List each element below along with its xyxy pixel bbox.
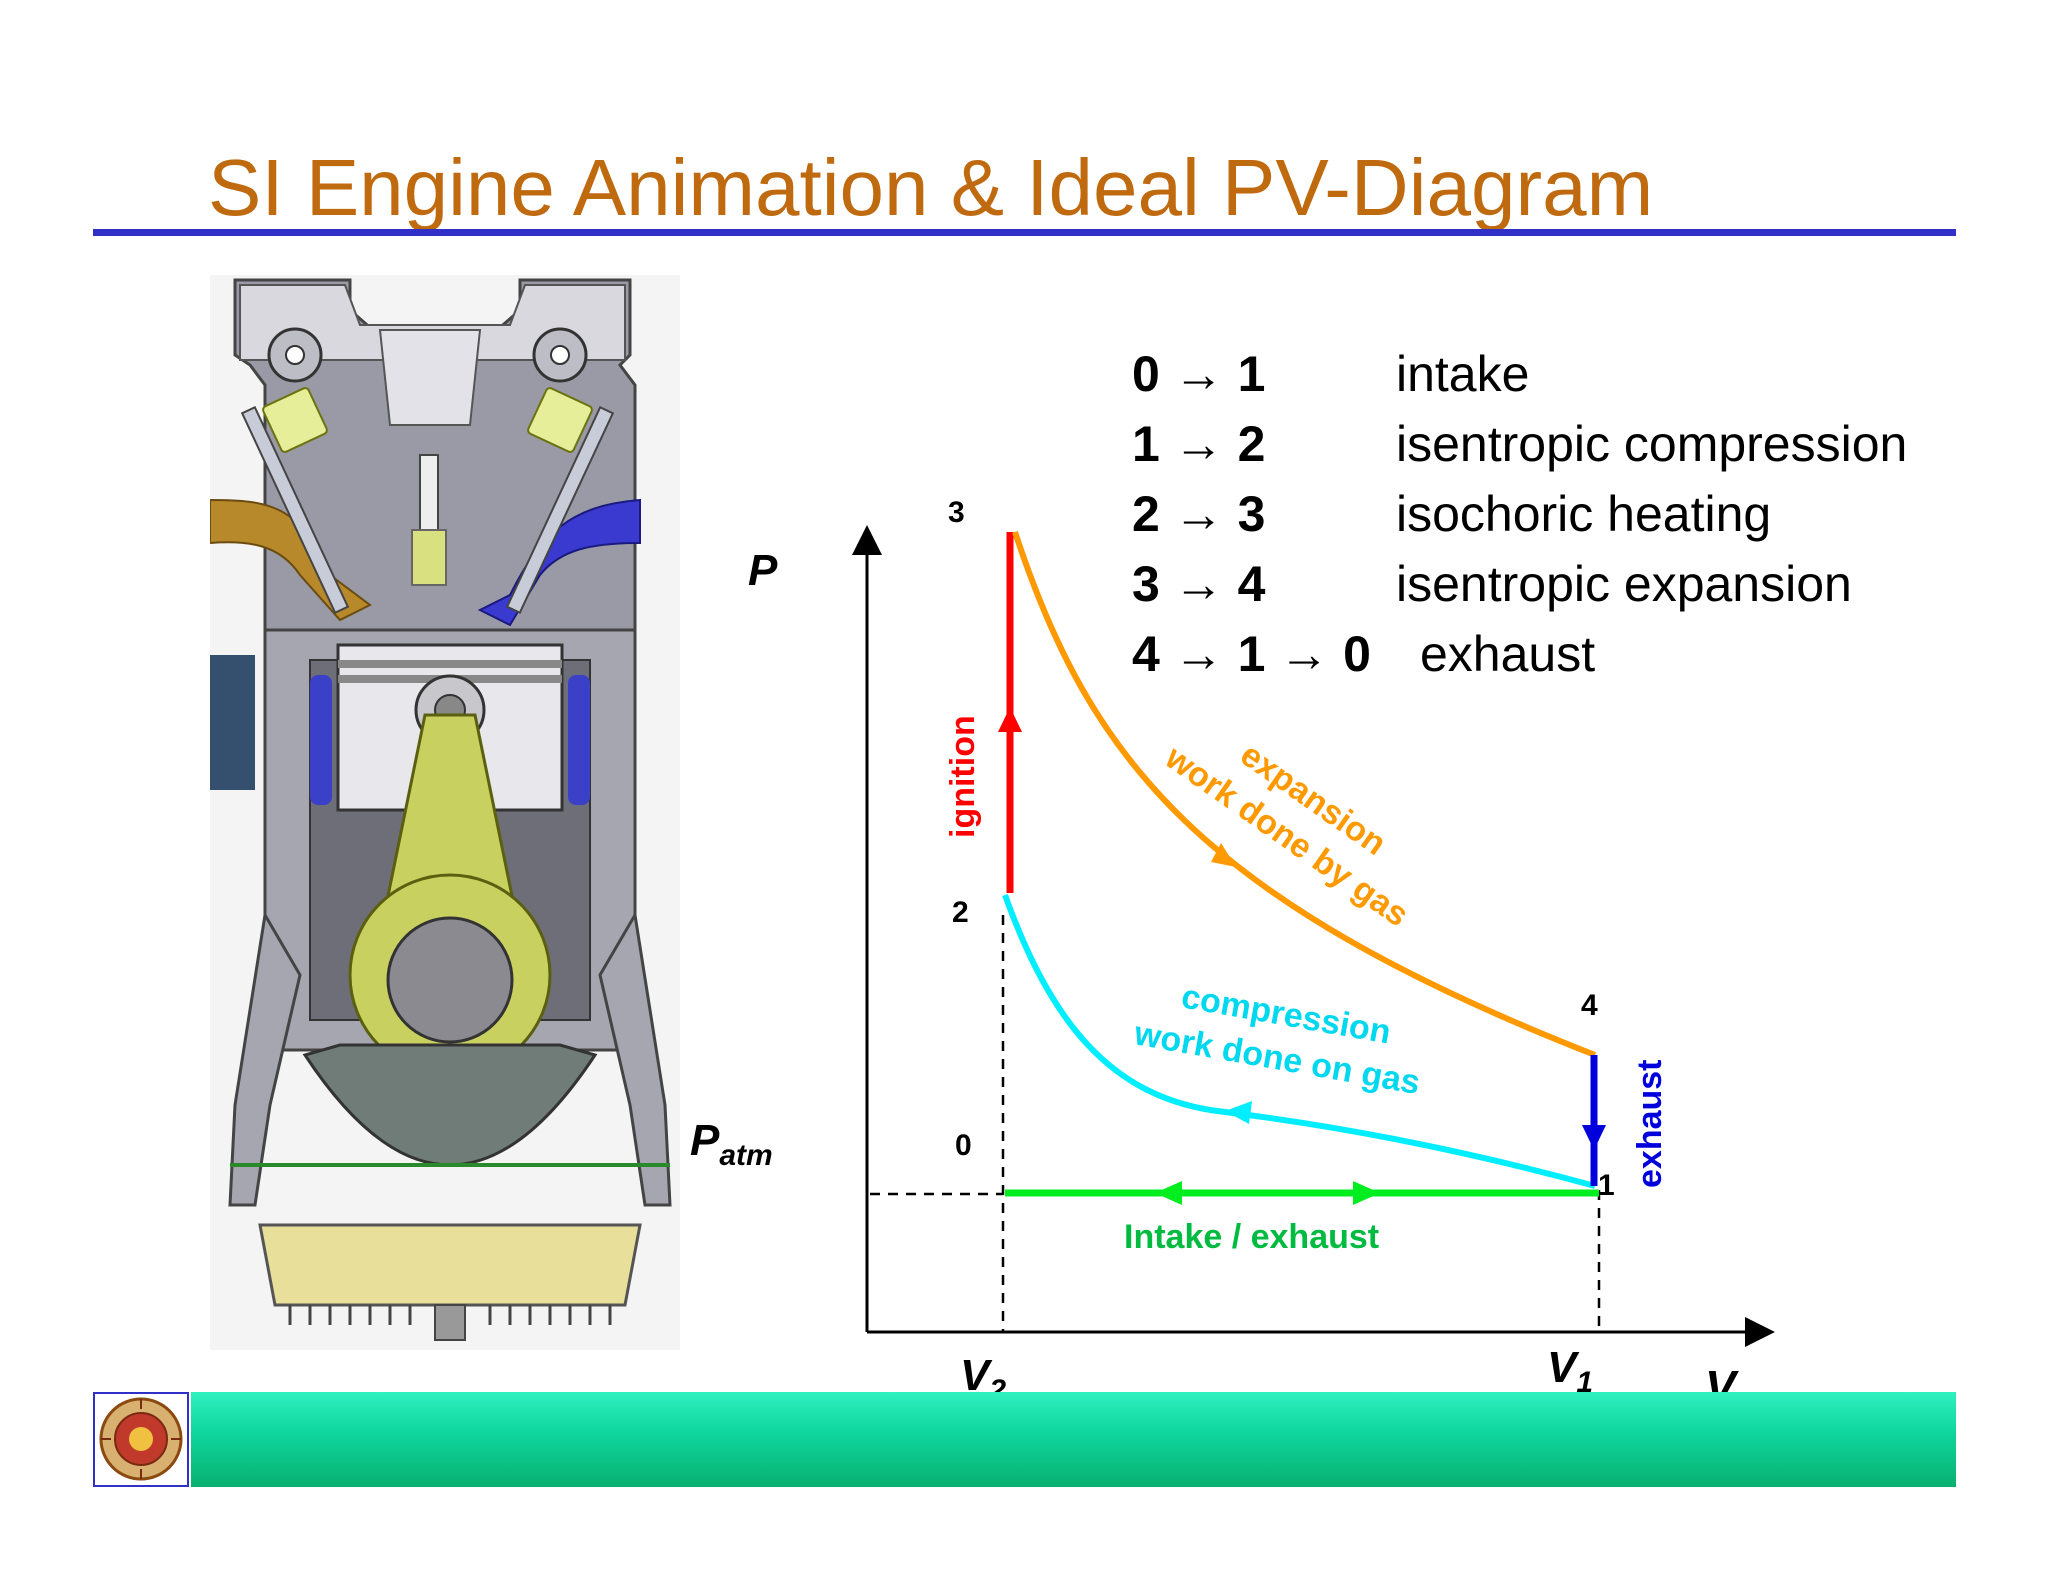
- legend-label-compression: isentropic compression: [1396, 416, 1908, 472]
- legend-step: 0 → 1: [1132, 346, 1266, 402]
- ignition-arrow: [998, 707, 1022, 732]
- point-2-label: 2: [952, 896, 969, 929]
- point-1-label: 1: [1598, 1169, 1615, 1202]
- logo-emblem-icon: [99, 1397, 183, 1481]
- expansion-arrow: [1211, 843, 1236, 867]
- legend-label-expansion: isentropic expansion: [1396, 556, 1852, 612]
- title-underline: [93, 229, 1956, 236]
- legend-row-heating: 2 → 3: [1132, 485, 1265, 543]
- slide-title: SI Engine Animation & Ideal PV-Diagram: [208, 143, 1654, 232]
- legend-row-exhaust: 4 → 1 → 0: [1132, 625, 1371, 683]
- exhaust-label: exhaust: [1631, 1060, 1669, 1189]
- legend-step: 2 → 3: [1132, 486, 1266, 542]
- legend-row-intake: 0 → 1: [1132, 345, 1265, 403]
- college-logo: [93, 1392, 189, 1487]
- point-4-label: 4: [1581, 989, 1598, 1022]
- legend-row-expansion: 3 → 4: [1132, 555, 1265, 613]
- point-0-label: 0: [955, 1129, 972, 1162]
- compression-curve: [1002, 893, 1596, 1189]
- intake-arrow-left: [1155, 1181, 1182, 1205]
- legend-label-exhaust: exhaust: [1420, 626, 1596, 682]
- ignition-label: ignition: [944, 715, 982, 838]
- legend-label-intake: intake: [1396, 346, 1530, 402]
- v1-label: V1: [1547, 1343, 1593, 1399]
- intake-arrow-right: [1353, 1181, 1380, 1205]
- intake-exhaust-label: Intake / exhaust: [1124, 1218, 1379, 1256]
- legend-step: 1 → 2: [1132, 416, 1266, 472]
- legend-label-heating: isochoric heating: [1396, 486, 1772, 542]
- legend-step: 3 → 4: [1132, 556, 1266, 612]
- engine-illustration: [210, 275, 680, 1350]
- compression-arrow: [1225, 1101, 1252, 1124]
- expansion-curve: [1012, 531, 1597, 1058]
- patm-label: Patm: [690, 1116, 773, 1172]
- exhaust-arrow: [1582, 1125, 1606, 1150]
- footer-bar: [191, 1392, 1956, 1487]
- legend-step: 4 → 1 → 0: [1132, 626, 1371, 682]
- legend-row-compression: 1 → 2: [1132, 415, 1265, 473]
- point-3-label: 3: [948, 496, 965, 529]
- p-axis-label: P: [748, 546, 778, 595]
